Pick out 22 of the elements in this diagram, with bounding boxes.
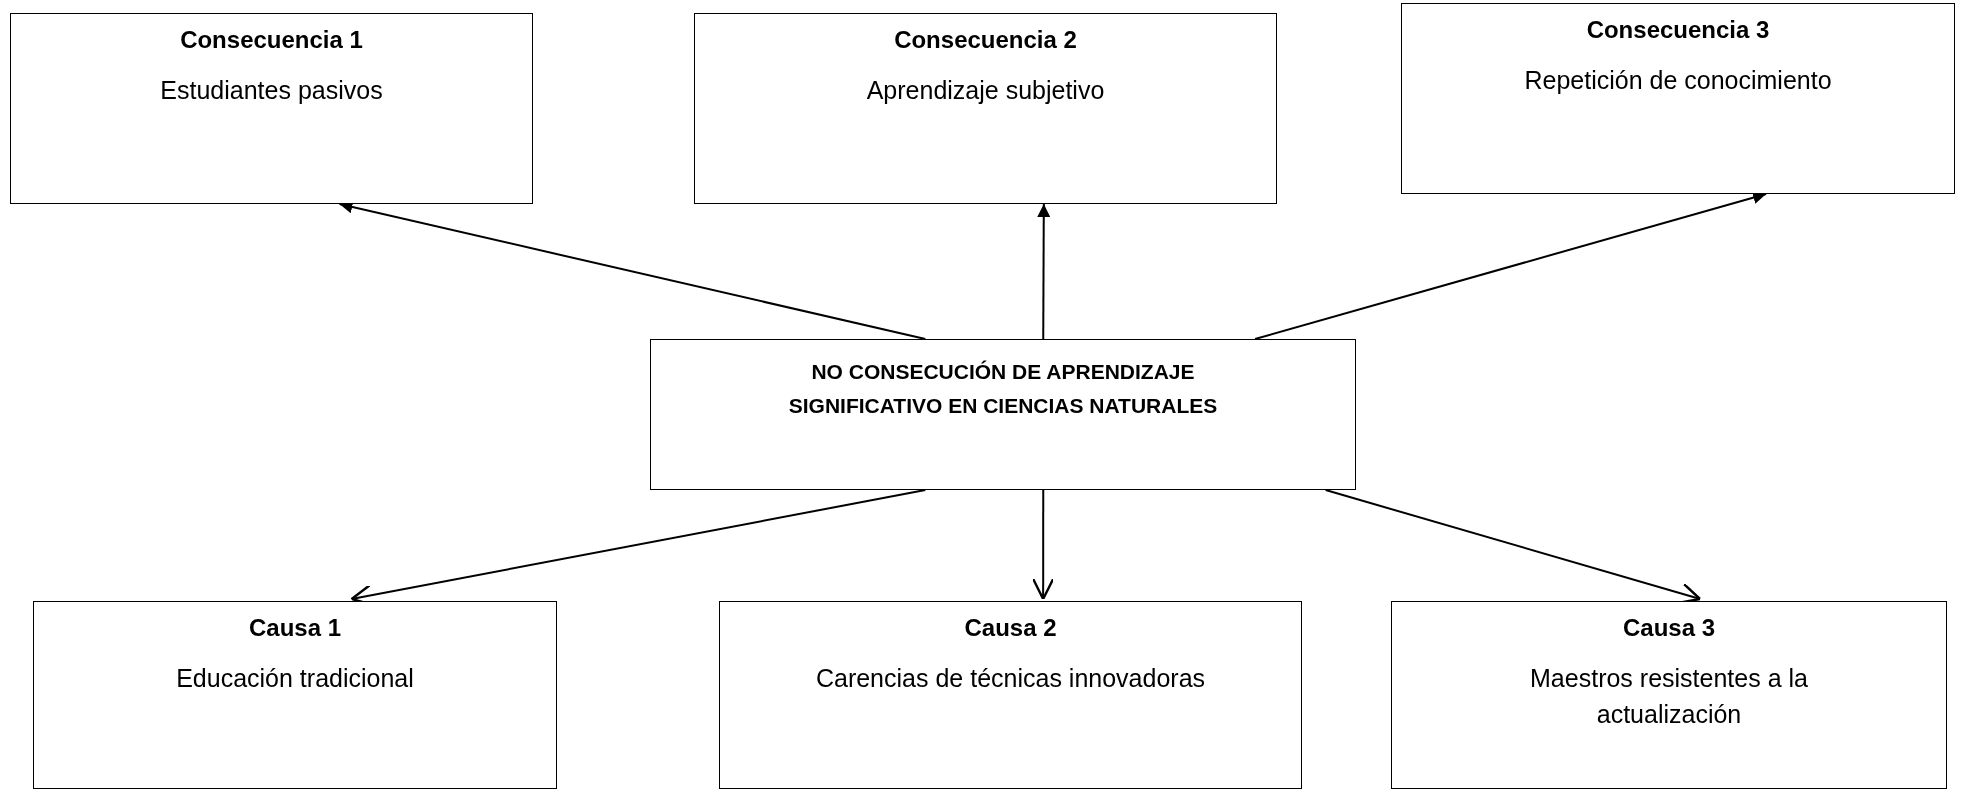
arrow [1037,203,1051,340]
box-text: Estudiantes pasivos [159,75,384,106]
text-box [33,601,557,789]
box-heading: Causa 3 [1622,614,1716,642]
box-text: Maestros resistentes a la actualización [1529,663,1809,731]
box-text: Aprendizaje subjetivo [865,75,1106,106]
box-heading: Consecuencia 2 [894,26,1077,54]
box-text: Carencias de técnicas innovadoras [814,663,1207,694]
box-heading: Causa 2 [964,614,1057,642]
box-text: Educación tradicional [175,663,415,694]
text-box [694,13,1277,204]
text-box [1391,601,1947,789]
text-box [1401,3,1955,194]
box-heading: Consecuencia 3 [1586,16,1770,44]
box-text: Repetición de conocimiento [1523,65,1833,96]
problem-box [650,339,1356,490]
text-box [719,601,1302,789]
text-box [10,13,533,204]
arrow [1031,489,1055,601]
box-heading: Causa 1 [248,614,342,642]
problem-title: NO CONSECUCIÓN DE APRENDIZAJE SIGNIFICATIVO EN CIENCIAS NATURALES [787,359,1219,419]
box-heading: Consecuencia 1 [180,26,363,54]
